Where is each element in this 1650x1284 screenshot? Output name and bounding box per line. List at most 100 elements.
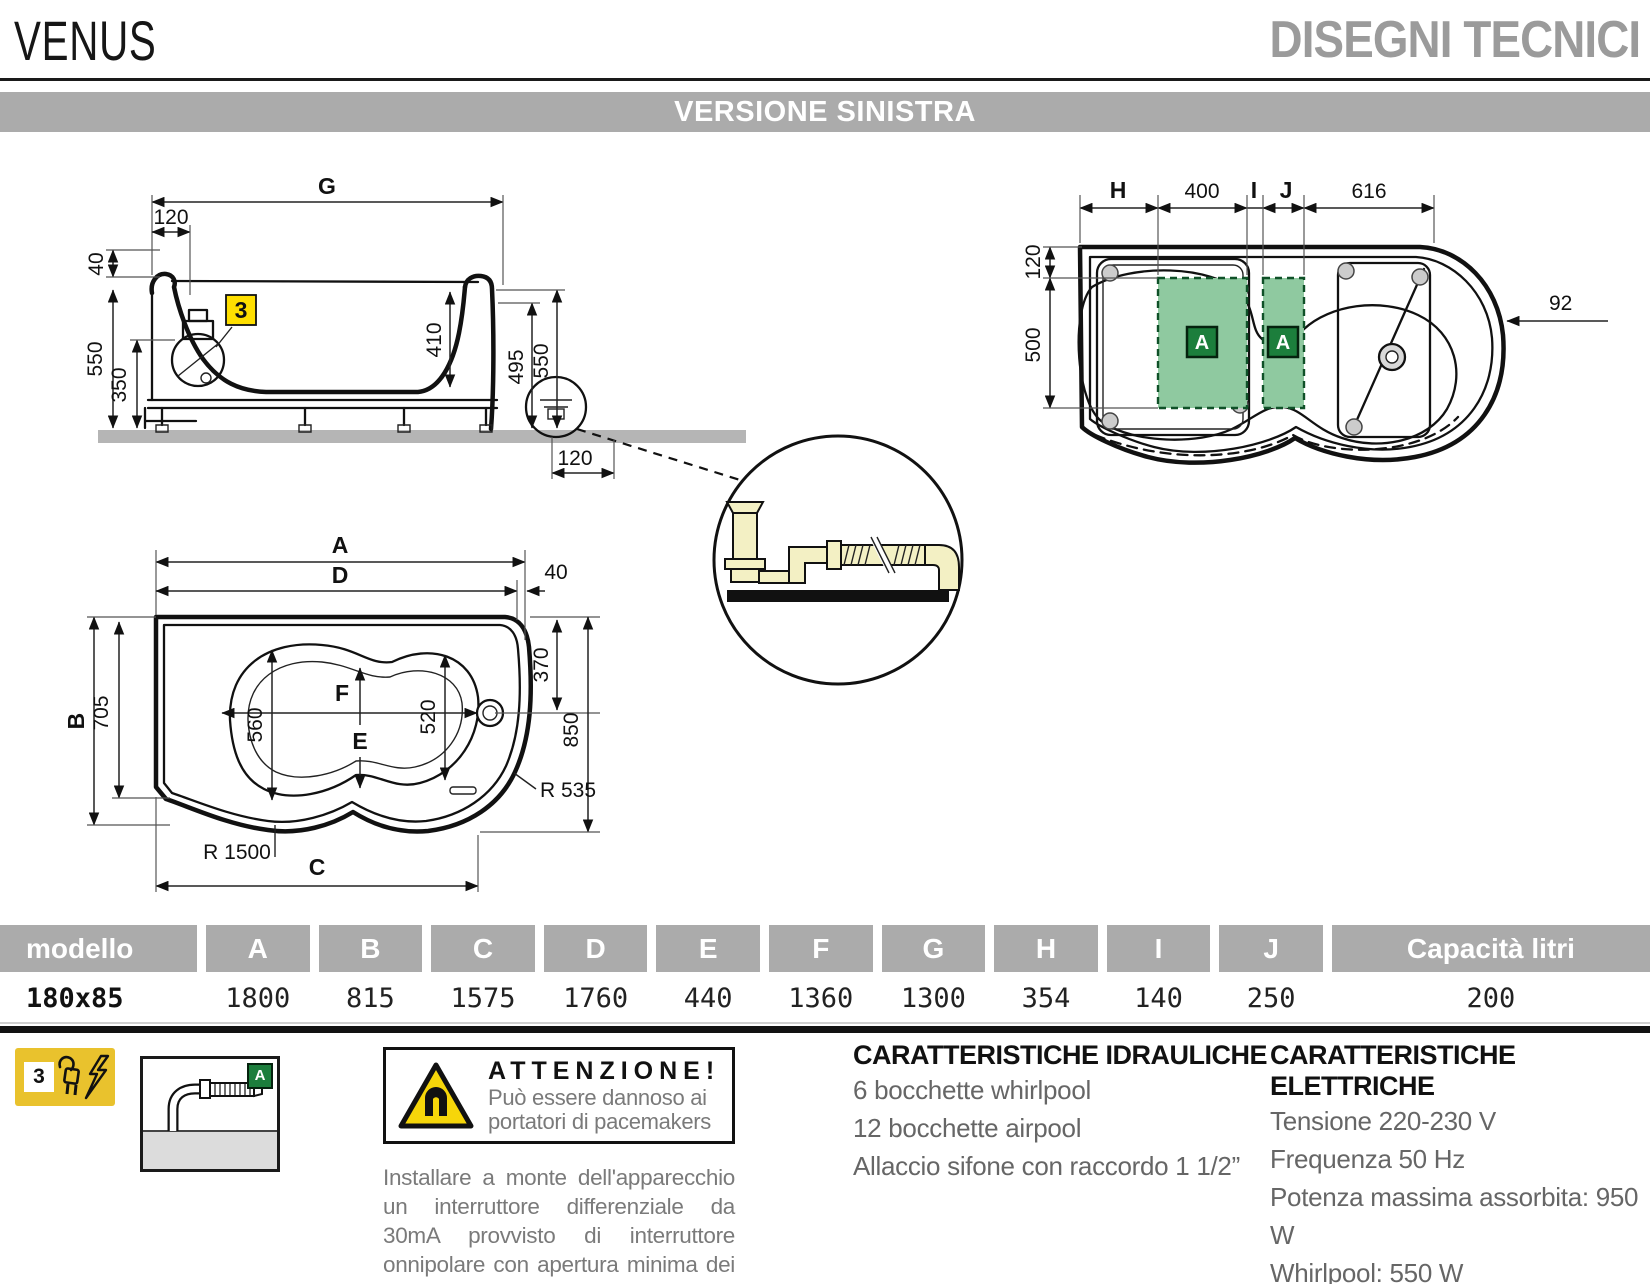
installation-note: Installare a monte dell'apparecchio un i… — [383, 1165, 735, 1284]
dim-j: J — [1280, 177, 1293, 203]
value-f: 1360 — [788, 982, 854, 1014]
attention-title: ATTENZIONE! — [488, 1057, 721, 1085]
spec-table: modello A B C D E F G H I J Capacità lit… — [0, 925, 1650, 1033]
value-h: 354 — [1021, 982, 1071, 1014]
hydraulic-specs: CARATTERISTICHE IDRAULICHE 6 bocchette w… — [853, 1040, 1273, 1185]
dim-705: 705 — [90, 695, 113, 730]
model-cell: 180x85 — [26, 982, 124, 1014]
header-b: B — [318, 925, 423, 972]
page-title: DISEGNI TECNICI — [1269, 11, 1641, 69]
dim-a: A — [332, 532, 349, 558]
dim-40b: 40 — [544, 561, 567, 584]
header-capacita: Capacità litri — [1331, 925, 1650, 972]
value-g: 1300 — [900, 982, 966, 1014]
zone-a-badge: A — [247, 1063, 273, 1089]
dim-120-top: 120 — [153, 206, 188, 229]
plan-bottom-drawing: A D 40 B 705 F E 560 520 370 — [63, 532, 600, 892]
callout-3-label: 3 — [235, 297, 248, 323]
electric-hazard-badge: 3 — [15, 1048, 115, 1106]
attention-line1: Può essere dannoso ai — [488, 1085, 707, 1110]
attention-line2: portatori di pacemakers — [488, 1109, 711, 1134]
header-rule — [0, 78, 1650, 81]
dim-r535: R 535 — [540, 779, 596, 802]
siphon-detail-drawing — [712, 434, 964, 686]
dim-370: 370 — [530, 647, 553, 682]
header-j: J — [1219, 925, 1323, 972]
dim-92: 92 — [1549, 292, 1572, 315]
plug-lightning-icon — [58, 1054, 110, 1100]
value-b: 815 — [346, 982, 395, 1014]
value-capacita: 200 — [1466, 982, 1516, 1014]
tub-profile — [149, 271, 468, 395]
dim-r1500: R 1500 — [203, 841, 271, 864]
dim-c: C — [309, 854, 326, 880]
value-e: 440 — [683, 982, 733, 1014]
hydraulic-item: 6 bocchette whirlpool — [853, 1075, 1091, 1105]
plan-top-drawing: A A H 400 I J 616 120 500 92 — [1022, 177, 1608, 465]
dim-f: F — [335, 680, 349, 706]
dim-500: 500 — [1022, 327, 1045, 362]
dim-616: 616 — [1351, 180, 1386, 203]
technical-drawings: 3 G 120 40 550 350 410 49 — [63, 173, 1608, 892]
dim-400: 400 — [1184, 180, 1219, 203]
callout-3-box — [225, 294, 257, 326]
siphon-zone-box: A — [140, 1056, 280, 1172]
hydraulic-item: 12 bocchette airpool — [853, 1113, 1082, 1143]
dim-h: H — [1110, 177, 1127, 203]
dim-d: D — [332, 562, 349, 588]
dim-e: E — [352, 728, 367, 754]
value-j: 250 — [1246, 982, 1296, 1014]
header-i: I — [1106, 925, 1211, 972]
siphon-pipe-icon — [143, 1079, 277, 1169]
dim-410: 410 — [423, 322, 446, 357]
dim-850: 850 — [560, 712, 583, 747]
header-g: G — [881, 925, 986, 972]
product-name: VENUS — [14, 9, 157, 72]
electrical-specs: CARATTERISTICHE ELETTRICHE Tensione 220-… — [1270, 1040, 1648, 1284]
hydraulic-item: Allaccio sifone con raccordo 1 1/2” — [853, 1151, 1240, 1181]
hydraulic-title: CARATTERISTICHE IDRAULICHE — [853, 1040, 1268, 1070]
dim-b: B — [63, 713, 89, 730]
dim-i: I — [1251, 177, 1257, 203]
svg-text:A: A — [1276, 332, 1290, 354]
dim-550-left: 550 — [84, 341, 107, 376]
header-modello: modello — [0, 925, 197, 972]
side-view-drawing: 3 G 120 40 550 350 410 49 — [84, 173, 746, 482]
dim-120-bottom: 120 — [557, 447, 592, 470]
magnet-warning-icon — [398, 1062, 474, 1128]
electrical-item: Frequenza 50 Hz — [1270, 1144, 1465, 1174]
spec-table-header: modello A B C D E F G H I J Capacità lit… — [0, 925, 1650, 972]
version-banner: VERSIONE SINISTRA — [0, 92, 1650, 132]
electrical-title: CARATTERISTICHE ELETTRICHE — [1270, 1040, 1516, 1101]
value-i: 140 — [1134, 982, 1183, 1014]
header-c: C — [431, 925, 535, 972]
warning-box: ATTENZIONE! Può essere dannoso ai portat… — [383, 1047, 735, 1144]
electrical-item: Tensione 220-230 V — [1270, 1106, 1496, 1136]
zone-a-left-badge — [1185, 325, 1219, 359]
detail-base-bar — [727, 590, 949, 602]
plan-bottom-outline — [153, 614, 533, 834]
callout-3-number: 3 — [24, 1062, 54, 1092]
dim-560: 560 — [244, 707, 267, 742]
dim-350: 350 — [108, 367, 131, 402]
svg-text:A: A — [1195, 332, 1209, 354]
header-a: A — [206, 925, 310, 972]
pump — [170, 332, 226, 388]
detail-leader-dashed — [576, 427, 741, 482]
dim-g: G — [318, 173, 336, 199]
dim-550-right: 550 — [530, 343, 553, 378]
header-f: F — [768, 925, 873, 972]
table-separator — [0, 1022, 1650, 1024]
value-a: 1800 — [225, 982, 291, 1014]
header-d: D — [543, 925, 648, 972]
header-e: E — [656, 925, 760, 972]
electrical-item: Potenza massima assorbita: 950 W — [1270, 1182, 1639, 1250]
dim-495: 495 — [505, 349, 528, 384]
floor-strip — [98, 430, 746, 443]
dim-120: 120 — [1022, 244, 1045, 279]
electrical-item: Whirlpool: 550 W — [1270, 1258, 1464, 1284]
header-h: H — [994, 925, 1098, 972]
dim-520: 520 — [417, 699, 440, 734]
zone-a-right-badge — [1266, 325, 1300, 359]
